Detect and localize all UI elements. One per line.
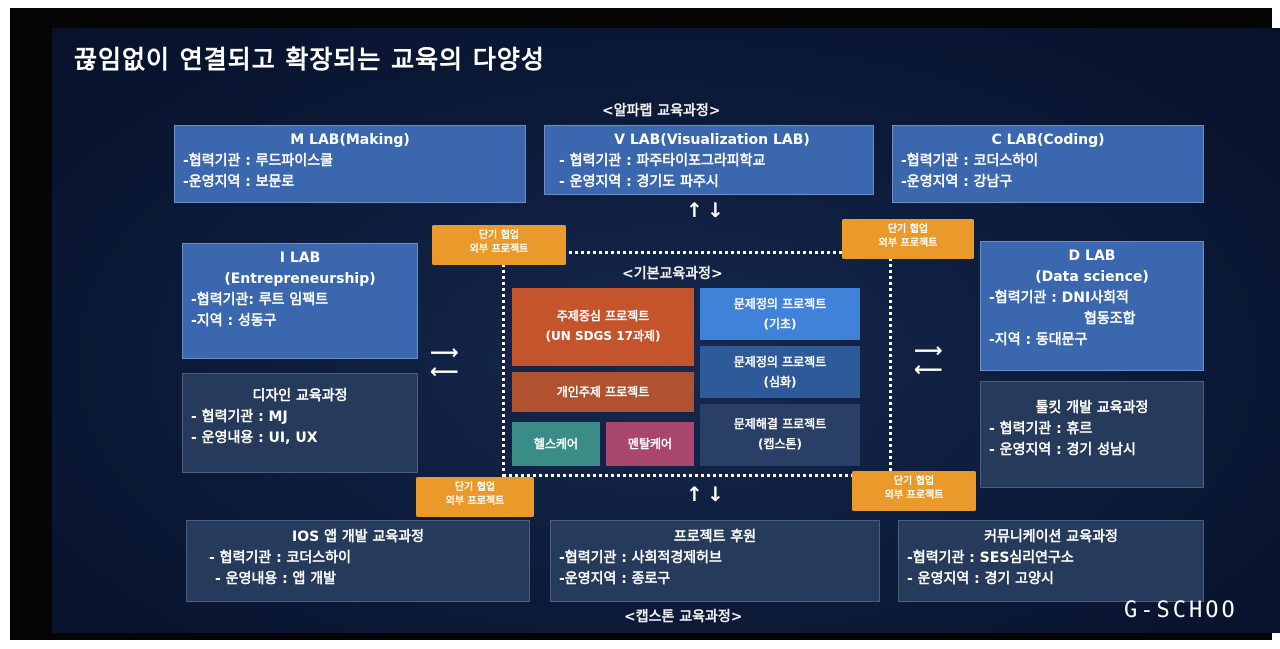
capstone-course-label: <캡스톤 교육과정>: [624, 609, 743, 625]
i-lab-partner: -협력기관: 루트 임팩트: [191, 292, 329, 308]
communication-course-title: 커뮤니케이션 교육과정: [984, 529, 1118, 545]
theme-project-cell: 주제중심 프로젝트 (UN SDGS 17과제): [512, 288, 694, 366]
project-sponsor-title: 프로젝트 후원: [673, 529, 757, 545]
toolkit-course-box: 툴킷 개발 교육과정 - 협력기관 : 휴르 - 운영지역 : 경기 성남시: [980, 381, 1204, 488]
design-course-title: 디자인 교육과정: [252, 388, 348, 404]
healthcare-label: 헬스케어: [533, 437, 579, 451]
personal-project-label: 개인주제 프로젝트: [556, 385, 650, 399]
short-term-collab-tag: 단기 협업 외부 프로젝트: [852, 471, 976, 511]
core-course-label: <기본교육과정>: [622, 266, 723, 282]
up-arrow: ↑: [686, 482, 703, 506]
slide-title: 끊임없이 연결되고 확장되는 교육의 다양성: [74, 45, 545, 74]
short-term-collab-tag: 단기 협업 외부 프로젝트: [842, 219, 974, 259]
tag-line-2: 외부 프로젝트: [445, 496, 505, 507]
v-lab-partner: - 협력기관 : 파주타이포그라피학교: [559, 153, 766, 169]
tag-line-1: 단기 협업: [893, 476, 935, 487]
d-lab-box: D LAB (Data science) -협력기관 : DNI사회적 협동조합…: [980, 241, 1204, 371]
design-course-box: 디자인 교육과정 - 협력기관 : MJ - 운영내용 : UI, UX: [182, 373, 418, 473]
communication-course-box: 커뮤니케이션 교육과정 -협력기관 : SES심리연구소 - 운영지역 : 경기…: [898, 520, 1204, 602]
down-arrow: ↓: [707, 198, 724, 222]
project-sponsor-partner: -협력기관 : 사회적경제허브: [559, 550, 722, 566]
short-term-collab-tag: 단기 협업 외부 프로젝트: [416, 477, 534, 517]
tag-line-2: 외부 프로젝트: [469, 244, 529, 255]
d-lab-title: D LAB: [1068, 248, 1116, 264]
problem-solve-sub: (캡스톤): [757, 437, 803, 451]
mentalcare-label: 멘탈케어: [627, 437, 673, 451]
toolkit-course-partner: - 협력기관 : 휴르: [989, 421, 1093, 437]
v-lab-title: V LAB(Visualization LAB): [614, 132, 810, 148]
tag-line-1: 단기 협업: [887, 224, 929, 235]
i-lab-region: -지역 : 성동구: [191, 313, 277, 329]
communication-course-partner: -협력기관 : SES심리연구소: [907, 550, 1074, 566]
m-lab-box: M LAB(Making) -협력기관 : 루드파이스쿨 -운영지역 : 보문로: [174, 125, 526, 203]
mentalcare-cell: 멘탈케어: [606, 422, 694, 466]
i-lab-subtitle: (Entrepreneurship): [224, 271, 376, 287]
project-sponsor-box: 프로젝트 후원 -협력기관 : 사회적경제허브 -운영지역 : 종로구: [550, 520, 880, 602]
tag-line-1: 단기 협업: [454, 482, 496, 493]
d-lab-subtitle: (Data science): [1035, 269, 1149, 285]
down-arrow: ↓: [707, 482, 724, 506]
personal-project-cell: 개인주제 프로젝트: [512, 372, 694, 412]
c-lab-title: C LAB(Coding): [991, 132, 1105, 148]
d-lab-region: -지역 : 동대문구: [989, 332, 1088, 348]
communication-course-region: - 운영지역 : 경기 고양시: [907, 571, 1054, 587]
theme-project-label: 주제중심 프로젝트: [556, 309, 650, 323]
tag-line-2: 외부 프로젝트: [878, 238, 938, 249]
toolkit-course-region: - 운영지역 : 경기 성남시: [989, 442, 1136, 458]
design-course-content: - 운영내용 : UI, UX: [191, 430, 318, 446]
ios-course-box: IOS 앱 개발 교육과정 - 협력기관 : 코더스하이 - 운영내용 : 앱 …: [186, 520, 530, 602]
problem-basic-label: 문제정의 프로젝트: [733, 297, 827, 311]
tag-line-1: 단기 협업: [478, 230, 520, 241]
problem-solving-cell: 문제해결 프로젝트 (캡스톤): [700, 404, 860, 466]
ios-course-content: - 운영내용 : 앱 개발: [215, 571, 337, 587]
g-school-logo: G-SCHOO: [1124, 598, 1238, 623]
ios-course-title: IOS 앱 개발 교육과정: [292, 529, 424, 545]
c-lab-box: C LAB(Coding) -협력기관 : 코더스하이 -운영지역 : 강남구: [892, 125, 1204, 203]
c-lab-region: -운영지역 : 강남구: [901, 174, 1013, 190]
m-lab-partner: -협력기관 : 루드파이스쿨: [183, 153, 333, 169]
problem-basic-sub: (기초): [763, 317, 797, 331]
m-lab-region: -운영지역 : 보문로: [183, 174, 295, 190]
alpha-lab-label: <알파랩 교육과정>: [602, 103, 721, 119]
right-arrow: ⟶: [430, 340, 459, 364]
d-lab-partner-cont: 협동조합: [1084, 311, 1136, 327]
short-term-collab-tag: 단기 협업 외부 프로젝트: [432, 225, 566, 265]
problem-adv-label: 문제정의 프로젝트: [733, 355, 827, 369]
left-arrow: ⟵: [914, 357, 943, 381]
core-course-frame: [502, 251, 892, 477]
right-arrow: ⟶: [914, 338, 943, 362]
left-arrow: ⟵: [430, 359, 459, 383]
problem-definition-advanced-cell: 문제정의 프로젝트 (심화): [700, 346, 860, 398]
problem-definition-basic-cell: 문제정의 프로젝트 (기초): [700, 288, 860, 340]
toolkit-course-title: 툴킷 개발 교육과정: [1035, 400, 1149, 416]
c-lab-partner: -협력기관 : 코더스하이: [901, 153, 1039, 169]
project-sponsor-region: -운영지역 : 종로구: [559, 571, 671, 587]
i-lab-title: I LAB: [279, 250, 321, 266]
d-lab-partner: -협력기관 : DNI사회적: [989, 290, 1129, 306]
up-arrow: ↑: [686, 198, 703, 222]
v-lab-region: - 운영지역 : 경기도 파주시: [559, 174, 719, 190]
healthcare-cell: 헬스케어: [512, 422, 600, 466]
ios-course-partner: - 협력기관 : 코더스하이: [209, 550, 351, 566]
problem-adv-sub: (심화): [763, 375, 797, 389]
screen-frame: 끊임없이 연결되고 확장되는 교육의 다양성 <알파랩 교육과정> M LAB(…: [10, 8, 1280, 640]
tag-line-2: 외부 프로젝트: [884, 490, 944, 501]
design-course-partner: - 협력기관 : MJ: [191, 409, 288, 425]
v-lab-box: V LAB(Visualization LAB) - 협력기관 : 파주타이포그…: [544, 125, 874, 195]
m-lab-title: M LAB(Making): [290, 132, 410, 148]
theme-project-sub: (UN SDGS 17과제): [545, 329, 661, 343]
problem-solve-label: 문제해결 프로젝트: [733, 417, 827, 431]
i-lab-box: I LAB (Entrepreneurship) -협력기관: 루트 임팩트 -…: [182, 243, 418, 359]
presentation-slide: 끊임없이 연결되고 확장되는 교육의 다양성 <알파랩 교육과정> M LAB(…: [52, 28, 1280, 633]
